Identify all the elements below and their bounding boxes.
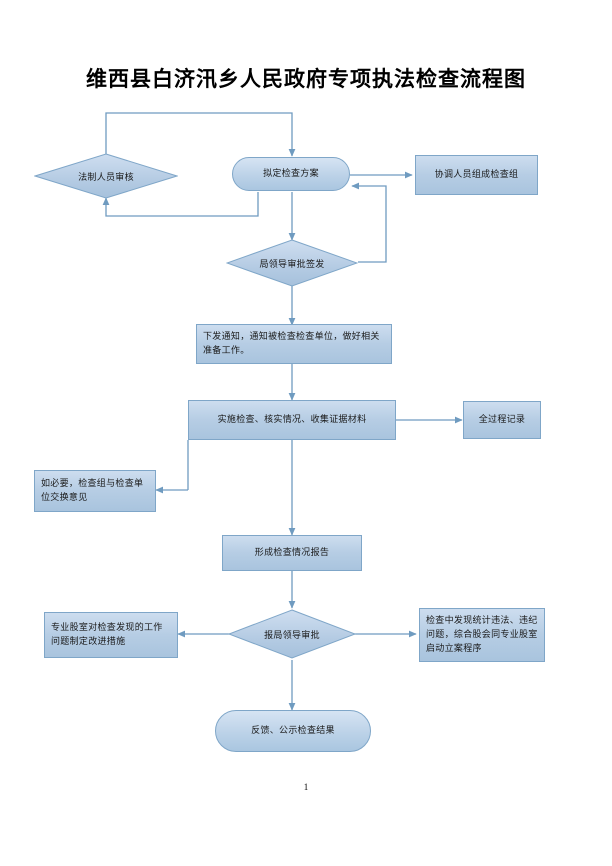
node-label: 拟定检查方案 (263, 168, 319, 179)
node-case-filing[interactable]: 检查中发现统计违法、违纪问题，综合股会同专业股室启动立案程序 (419, 608, 545, 662)
node-coordinate-team[interactable]: 协调人员组成检查组 (415, 155, 538, 195)
node-improvement-measures[interactable]: 专业股室对检查发现的工作问题制定改进措施 (44, 612, 178, 658)
node-label: 形成检查情况报告 (254, 547, 330, 558)
node-label: 局领导审批签发 (259, 258, 325, 269)
node-label: 报局领导审批 (264, 629, 320, 640)
node-label: 如必要，检查组与检查单位交换意见 (41, 478, 144, 502)
node-label: 专业股室对检查发现的工作问题制定改进措施 (51, 622, 163, 646)
node-label: 协调人员组成检查组 (434, 169, 519, 180)
node-feedback-publish[interactable]: 反馈、公示检查结果 (215, 710, 371, 752)
node-issue-notice[interactable]: 下发通知，通知被检查检查单位，做好相关准备工作。 (196, 324, 392, 364)
node-report-to-leader[interactable]: 报局领导审批 (228, 609, 356, 659)
node-exchange-opinions[interactable]: 如必要，检查组与检查单位交换意见 (34, 470, 156, 512)
node-legal-review[interactable]: 法制人员审核 (34, 153, 178, 199)
node-draft-plan[interactable]: 拟定检查方案 (232, 157, 350, 191)
page-number: 1 (303, 782, 309, 792)
node-leader-approval-issue[interactable]: 局领导审批签发 (226, 239, 358, 287)
node-label: 检查中发现统计违法、违纪问题，综合股会同专业股室启动立案程序 (426, 615, 538, 653)
node-label: 下发通知，通知被检查检查单位，做好相关准备工作。 (203, 331, 380, 355)
node-full-process-record[interactable]: 全过程记录 (463, 401, 541, 439)
page-title: 维西县白济汛乡人民政府专项执法检查流程图 (86, 67, 526, 91)
node-label: 全过程记录 (478, 414, 526, 425)
node-label: 反馈、公示检查结果 (251, 725, 335, 736)
node-form-report[interactable]: 形成检查情况报告 (222, 535, 362, 571)
node-conduct-inspection[interactable]: 实施检查、核实情况、收集证据材料 (188, 400, 396, 440)
node-label: 法制人员审核 (78, 171, 134, 182)
node-label: 实施检查、核实情况、收集证据材料 (217, 414, 367, 425)
